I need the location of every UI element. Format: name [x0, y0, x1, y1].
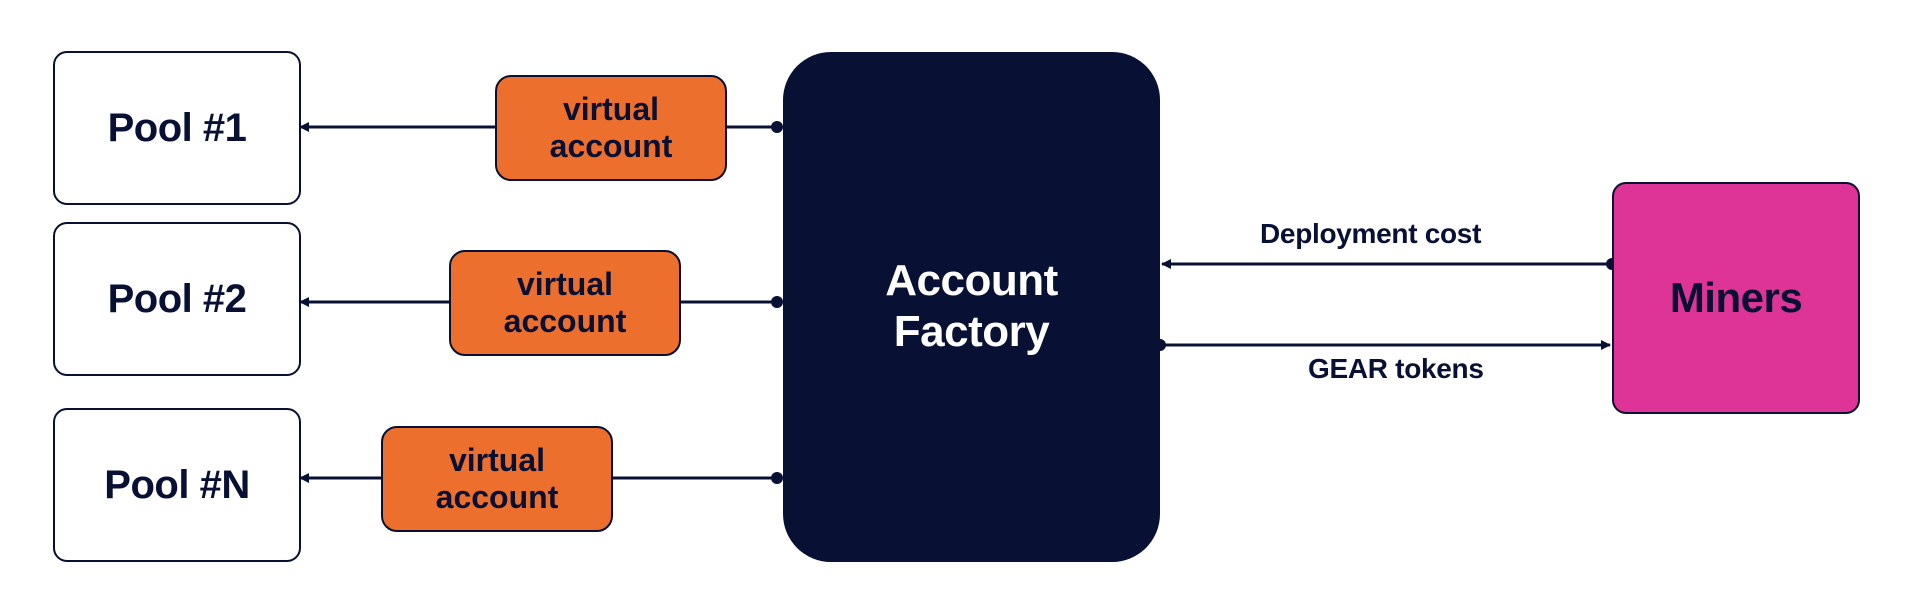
- deployment-cost-label: Deployment cost: [1260, 218, 1482, 249]
- pool-2-label: Pool #2: [107, 277, 247, 321]
- miners-box: Miners: [1612, 182, 1860, 414]
- virtual-account-n-line-2: account: [435, 479, 559, 515]
- virtual-account-n-box: virtual account: [381, 426, 613, 532]
- pool-2-box: Pool #2: [53, 222, 301, 376]
- connector-dot-pool-2: [771, 296, 783, 308]
- connector-dot-pool-n: [771, 472, 783, 484]
- virtual-account-2-line-2: account: [503, 303, 627, 339]
- virtual-account-n-line-1: virtual: [448, 442, 546, 479]
- virtual-account-1-line-2: account: [549, 128, 673, 164]
- virtual-account-1-line-1: virtual: [562, 91, 660, 128]
- miners-label: Miners: [1669, 273, 1803, 321]
- pool-1-box: Pool #1: [53, 51, 301, 205]
- gear-tokens-label: GEAR tokens: [1308, 353, 1484, 384]
- virtual-account-2-box: virtual account: [449, 250, 681, 356]
- virtual-account-2-line-1: virtual: [516, 266, 614, 303]
- account-factory-line-2: Factory: [893, 307, 1050, 356]
- pool-n-box: Pool #N: [53, 408, 301, 562]
- virtual-account-1-box: virtual account: [495, 75, 727, 181]
- account-factory-line-1: Account: [885, 256, 1058, 306]
- pool-1-label: Pool #1: [107, 106, 247, 150]
- connector-dot-pool-1: [771, 121, 783, 133]
- account-factory-box: Account Factory: [783, 52, 1160, 562]
- pool-n-label: Pool #N: [104, 463, 250, 507]
